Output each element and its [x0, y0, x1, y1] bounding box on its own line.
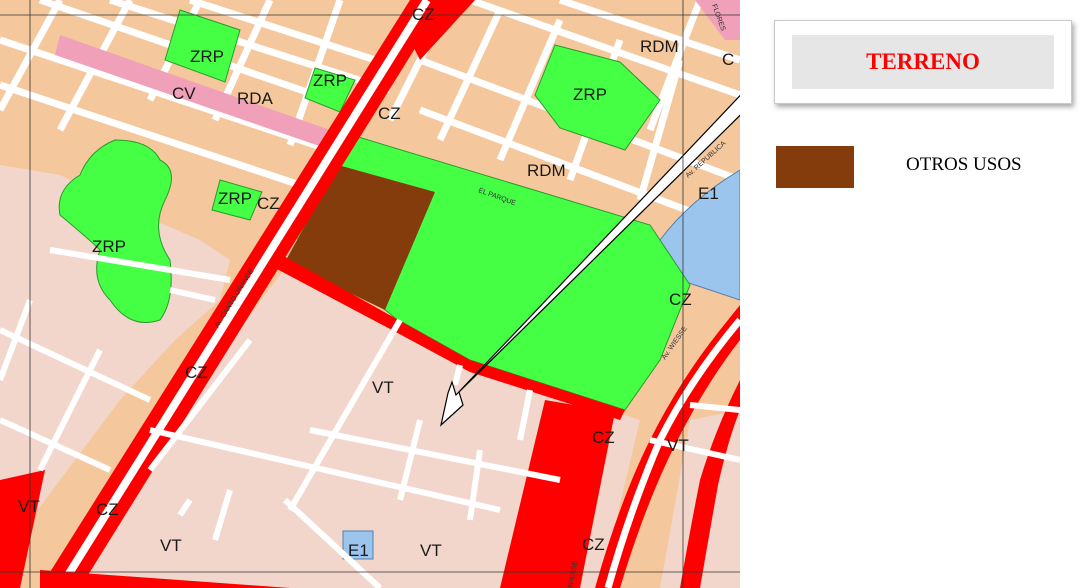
vt-label-3: VT: [18, 497, 40, 516]
cz-label-4: CZ: [669, 290, 692, 309]
cv-strip-east: [695, 0, 740, 40]
rdm-label-mid: RDM: [527, 161, 566, 180]
otros-usos-parcel: [285, 165, 435, 310]
zrp-label-4: ZRP: [218, 189, 252, 208]
zoning-map: CZ RDM C ZRP ZRP ZRP CV RDA CZ RDM ZRP Z…: [0, 0, 740, 588]
zrp-label-2: ZRP: [313, 71, 347, 90]
zrp-label-1: ZRP: [190, 47, 224, 66]
zrp-zone-5: [58, 139, 172, 323]
cz-label-8: CZ: [582, 535, 605, 554]
cz-strip-south: [275, 255, 625, 420]
vt-label-1: VT: [372, 378, 394, 397]
cz-label-3: CZ: [257, 194, 280, 213]
legend-otros-usos-swatch: [776, 146, 854, 188]
zrp-zone-4: [211, 179, 263, 221]
zrp-label-3: ZRP: [573, 85, 607, 104]
cz-corridor-wiesse-east: [680, 380, 740, 588]
terreno-arrow: [440, 94, 740, 427]
cz-label-2: CZ: [378, 104, 401, 123]
cv-strip: [55, 35, 330, 148]
rda-label: RDA: [237, 89, 274, 108]
vt-zone: [0, 165, 230, 560]
legend-otros-usos-label: OTROS USOS: [906, 154, 1022, 175]
e1-label-south: E1: [348, 541, 369, 560]
e1-label-east: E1: [698, 184, 719, 203]
cz-strip-left: [0, 470, 45, 588]
cz-label-5: CZ: [185, 363, 208, 382]
vt-label-5: VT: [420, 541, 442, 560]
cv-label: CV: [172, 84, 196, 103]
vt-label-2: VT: [667, 436, 689, 455]
legend-terreno-label: TERRENO: [866, 49, 980, 74]
cz-label-top: CZ: [412, 5, 435, 24]
zrp-label-5: ZRP: [92, 237, 126, 256]
rdm-label-top: RDM: [640, 37, 679, 56]
zoning-map-svg: CZ RDM C ZRP ZRP ZRP CV RDA CZ RDM ZRP Z…: [0, 0, 740, 588]
cz-label-7: CZ: [96, 500, 119, 519]
zrp-zone-3: [534, 44, 661, 151]
c-label: C: [722, 50, 734, 69]
cz-block-southeast: [500, 400, 615, 588]
legend-terreno: TERRENO: [774, 20, 1072, 104]
vt-label-4: VT: [160, 536, 182, 555]
legend-terreno-inner: TERRENO: [792, 35, 1054, 89]
cz-label-6: CZ: [592, 428, 615, 447]
zrp-zone-1: [164, 9, 241, 83]
cz-strip-bottom: [40, 570, 290, 588]
